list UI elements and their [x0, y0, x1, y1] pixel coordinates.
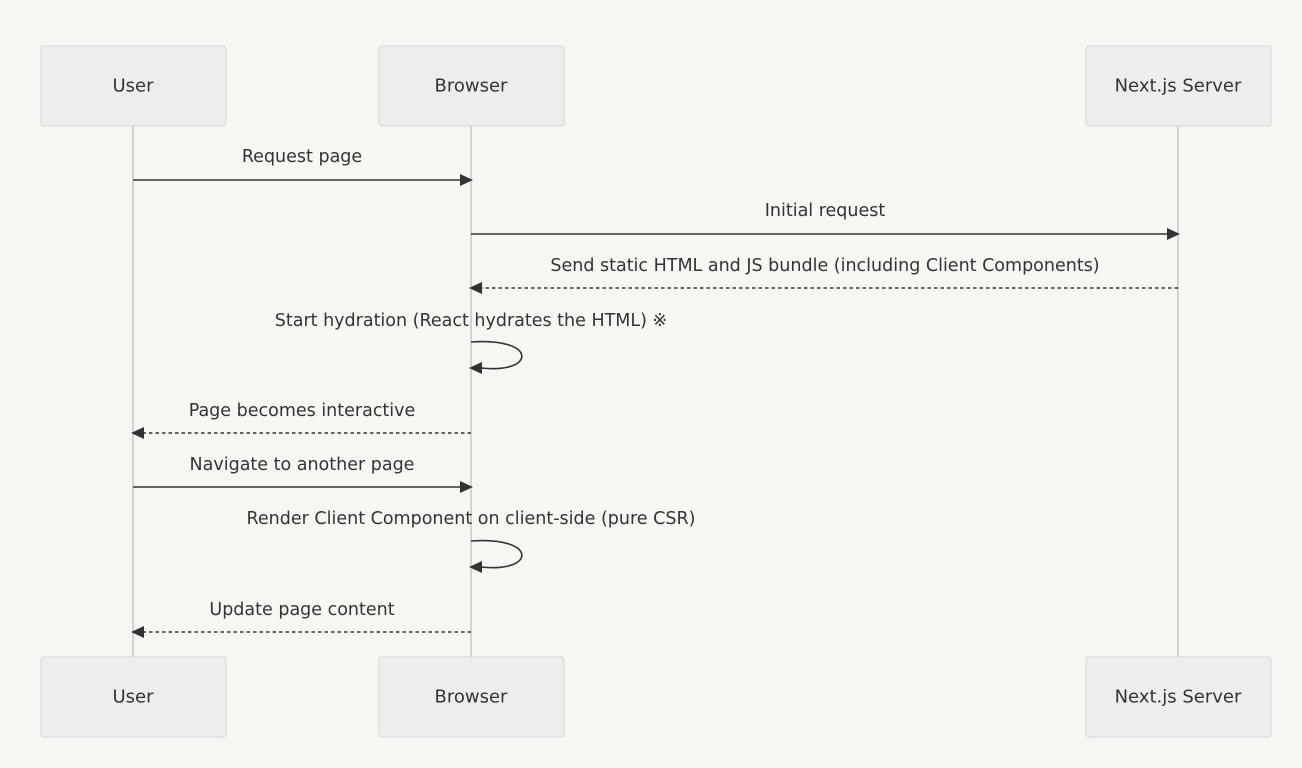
arrowhead-icon — [131, 626, 144, 638]
actor-label: Browser — [435, 687, 509, 708]
message-render-client-component: Render Client Component on client-side (… — [247, 509, 696, 573]
message-label: Page becomes interactive — [189, 401, 416, 421]
message-label: Send static HTML and JS bundle (includin… — [550, 256, 1099, 276]
message-label: Update page content — [209, 600, 394, 620]
message-initial-request: Initial request — [471, 201, 1180, 240]
message-request-page: Request page — [133, 147, 473, 186]
message-navigate: Navigate to another page — [133, 455, 473, 493]
arrowhead-icon — [460, 481, 473, 493]
actor-server-bottom: Next.js Server — [1085, 656, 1272, 738]
message-label: Start hydration (React hydrates the HTML… — [275, 311, 667, 331]
message-label: Request page — [242, 147, 362, 167]
arrowhead-icon — [469, 561, 482, 573]
actor-user-top: User — [40, 45, 227, 127]
arrowhead-icon — [460, 174, 473, 186]
actor-label: User — [112, 687, 154, 708]
actor-label: Browser — [435, 76, 509, 97]
arrowhead-icon — [131, 427, 144, 439]
message-label: Initial request — [765, 201, 886, 221]
arrowhead-icon — [469, 282, 482, 294]
message-update-content: Update page content — [131, 600, 471, 638]
message-start-hydration: Start hydration (React hydrates the HTML… — [275, 311, 667, 374]
actor-browser-bottom: Browser — [378, 656, 565, 738]
arrowhead-icon — [469, 362, 482, 374]
message-label: Navigate to another page — [190, 455, 415, 475]
actor-label: Next.js Server — [1115, 687, 1242, 708]
message-send-static-html: Send static HTML and JS bundle (includin… — [469, 256, 1178, 294]
actor-browser-top: Browser — [378, 45, 565, 127]
arrowhead-icon — [1167, 228, 1180, 240]
actor-label: Next.js Server — [1115, 76, 1242, 97]
message-page-interactive: Page becomes interactive — [131, 401, 471, 439]
actor-label: User — [112, 76, 154, 97]
actor-user-bottom: User — [40, 656, 227, 738]
actor-server-top: Next.js Server — [1085, 45, 1272, 127]
message-label: Render Client Component on client-side (… — [247, 509, 696, 529]
